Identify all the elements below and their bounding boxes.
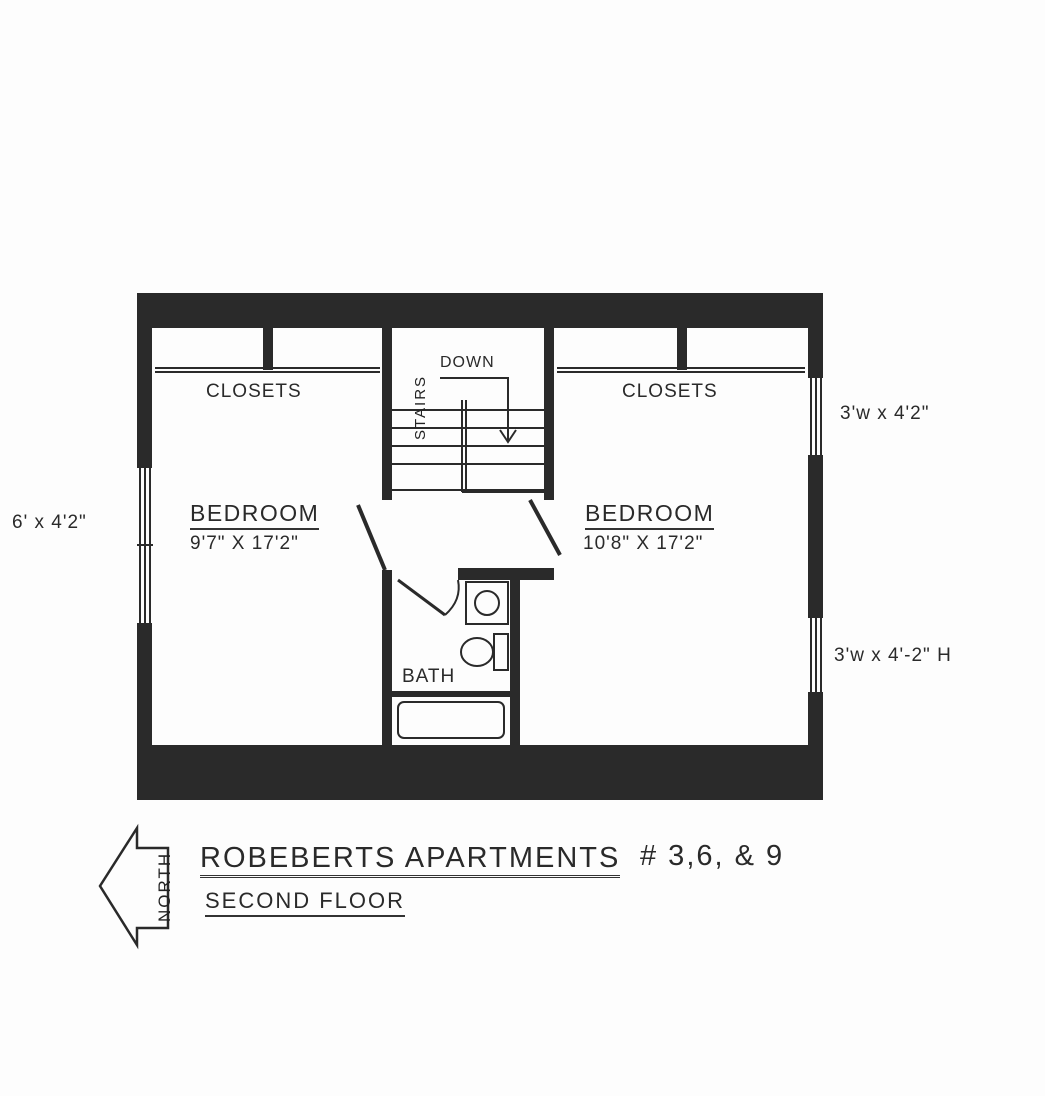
east-window-top-size: 3'w x 4'2" [840, 403, 930, 424]
unit-numbers: # 3,6, & 9 [640, 840, 785, 872]
west-wall-upper [137, 293, 152, 468]
east-wall-mid [808, 455, 823, 618]
closet-divider-right [677, 328, 687, 370]
down-label: DOWN [440, 354, 495, 371]
bedroom-left-size: 9'7" X 17'2" [190, 533, 299, 554]
south-wall [137, 745, 823, 800]
closets-left-label: CLOSETS [206, 381, 302, 402]
stair-wall-right [544, 328, 554, 500]
fixtures [98, 367, 822, 950]
bath-wall-left [382, 570, 392, 745]
bedroom-right-label: BEDROOM [585, 500, 715, 530]
closet-divider-left [263, 328, 273, 370]
bath-wall-top [458, 568, 554, 580]
stair-wall-left [382, 328, 392, 500]
north-label: NORTH [155, 851, 174, 922]
bedroom-left-label: BEDROOM [190, 500, 320, 530]
plan-title: ROBEBERTS APARTMENTS [200, 842, 621, 878]
bath-label: BATH [402, 666, 456, 687]
west-window-size: 6' x 4'2" [12, 512, 87, 533]
walls [137, 293, 823, 800]
stairs-label: STAIRS [412, 374, 429, 440]
floor-label: SECOND FLOOR [205, 888, 406, 917]
north-wall [137, 293, 823, 328]
bedroom-right-size: 10'8" X 17'2" [583, 533, 704, 554]
closets-right-label: CLOSETS [622, 381, 718, 402]
bath-wall-right [510, 570, 520, 745]
east-window-bottom-size: 3'w x 4'-2" H [834, 645, 952, 666]
east-wall-top [808, 293, 823, 378]
